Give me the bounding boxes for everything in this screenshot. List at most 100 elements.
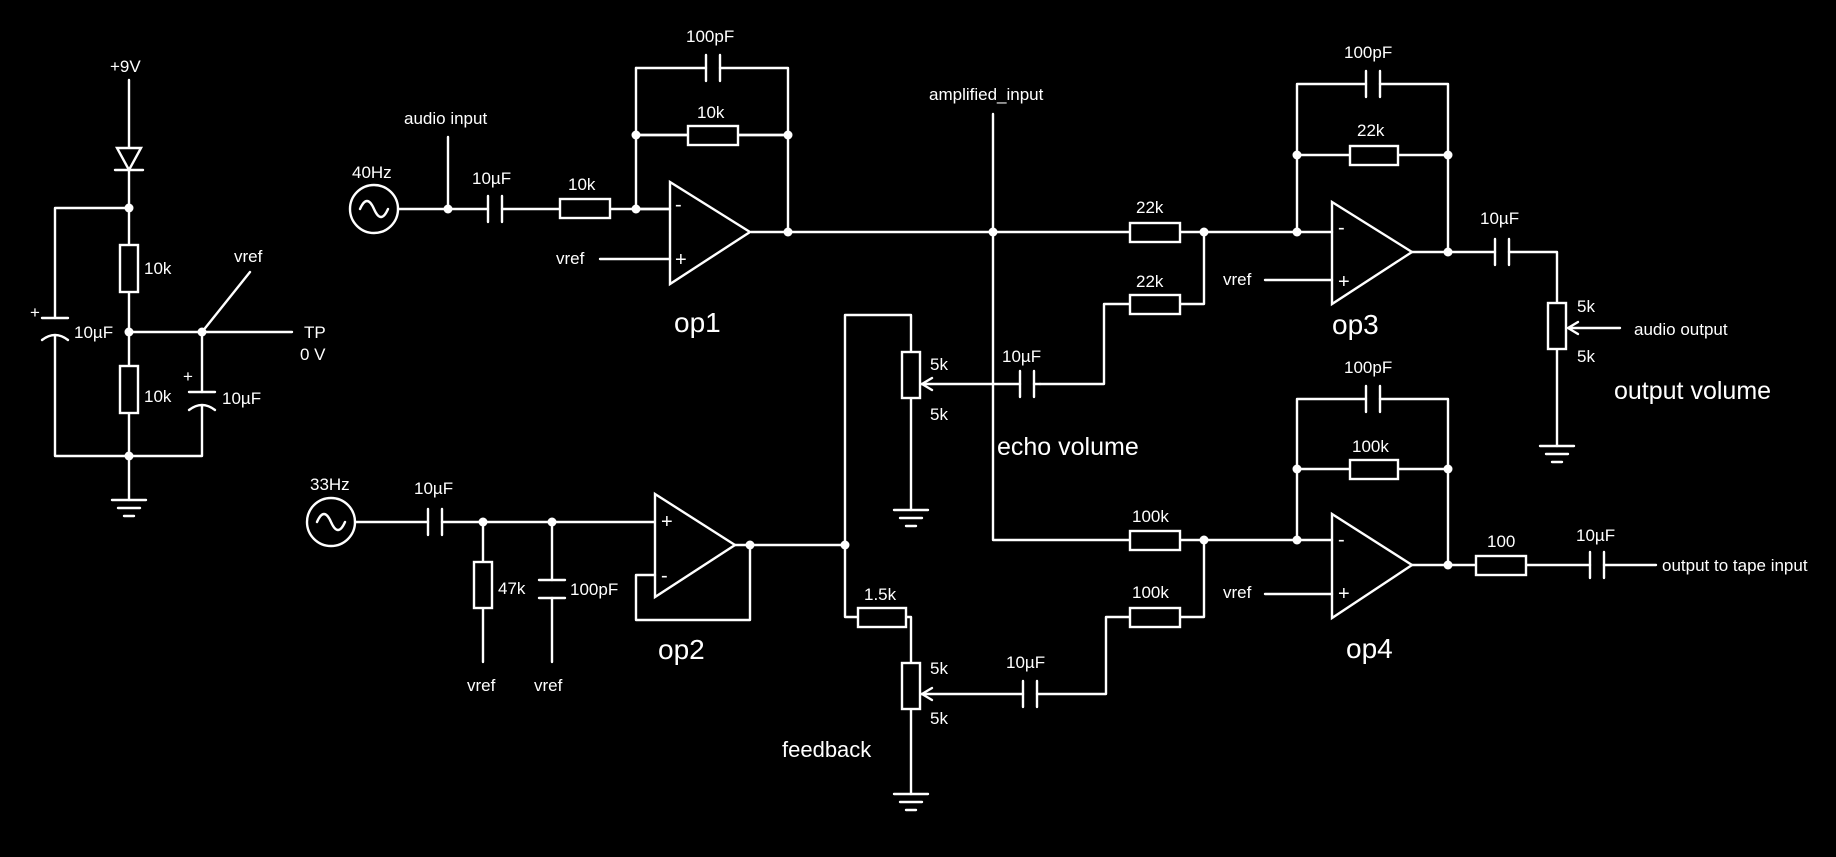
input-capacitor-label: 10µF	[472, 169, 511, 188]
echo-volume-pot	[900, 350, 922, 400]
tape-resistor-b	[1128, 606, 1182, 629]
op2-plus-sign: +	[661, 511, 673, 533]
echo-volume-label: echo volume	[997, 433, 1139, 461]
supply-capacitor-left-plus: +	[30, 303, 40, 322]
op2-name: op2	[658, 634, 705, 665]
output-pot-bottom-label: 5k	[1577, 347, 1595, 366]
supply-resistor-bottom-label: 10k	[144, 387, 172, 406]
op3-name: op3	[1332, 309, 1379, 340]
op3-opamp	[1330, 199, 1415, 307]
feedback-resistor	[856, 606, 908, 629]
output-volume-pot	[1546, 301, 1568, 351]
op3-feedback-resistor-label: 22k	[1357, 121, 1385, 140]
mix-resistor-b-label: 22k	[1136, 272, 1164, 291]
op4-minus-sign: -	[1338, 529, 1345, 551]
feedback-capacitor-label: 10µF	[1006, 653, 1045, 672]
op1-feedback-capacitor	[704, 53, 722, 83]
supply-section: +9V 10k 10k + 10µF + 10µF vref TP 0 V	[30, 57, 326, 518]
mix-resistor-a	[1128, 221, 1182, 244]
source-33hz-label: 33Hz	[310, 475, 350, 494]
supply-capacitor-left-label: 10µF	[74, 323, 113, 342]
sine-source-40hz-icon	[348, 183, 400, 235]
lfo-shunt-resistor-label: 47k	[498, 579, 526, 598]
lfo-shunt-capacitor	[537, 578, 567, 600]
supply-capacitor-mid-label: 10µF	[222, 389, 261, 408]
tape-output-capacitor-label: 10µF	[1576, 526, 1615, 545]
supply-resistor-top	[118, 243, 140, 294]
echo-pot-bottom-label: 5k	[930, 405, 948, 424]
feedback-wiper	[920, 686, 934, 702]
tape-resistor-b-label: 100k	[1132, 583, 1169, 602]
lfo-stage: 33Hz 10µF 47k 100pF vref vref + - op2	[305, 475, 850, 695]
op1-feedback-resistor	[686, 124, 740, 147]
op2-minus-sign: -	[661, 565, 668, 587]
op3-vref-label: vref	[1223, 270, 1252, 289]
lfo-shunt-capacitor-label: 100pF	[570, 580, 618, 599]
feedback-label: feedback	[782, 737, 872, 762]
sine-source-33hz-icon	[305, 496, 357, 548]
echo-section: 5k 5k 10µF echo volume	[843, 313, 1139, 548]
echo-capacitor	[1018, 369, 1036, 399]
supply-vref-label: vref	[234, 247, 263, 266]
feedback-capacitor	[1021, 679, 1039, 709]
output-capacitor-label: 10µF	[1480, 209, 1519, 228]
op2-opamp	[653, 491, 738, 600]
lfo-input-capacitor-label: 10µF	[414, 479, 453, 498]
echo-volume-wiper	[920, 376, 934, 392]
echo-capacitor-label: 10µF	[1002, 347, 1041, 366]
mix-resistor-b	[1128, 293, 1182, 316]
tape-stage: 100k 100k 100pF 100k - + vref op4 100 10…	[1128, 358, 1808, 664]
output-volume-label: output volume	[1614, 377, 1771, 405]
output-capacitor	[1493, 237, 1511, 267]
op4-feedback-capacitor-label: 100pF	[1344, 358, 1392, 377]
op3-feedback-resistor	[1348, 144, 1400, 167]
op1-opamp	[668, 179, 753, 287]
feedback-ground-icon	[892, 792, 930, 812]
audio-output-label: audio output	[1634, 320, 1728, 339]
op3-feedback-capacitor	[1364, 69, 1382, 99]
mix-resistor-a-label: 22k	[1136, 198, 1164, 217]
op3-feedback-capacitor-label: 100pF	[1344, 43, 1392, 62]
op4-plus-sign: +	[1338, 583, 1350, 605]
tape-output-capacitor	[1588, 550, 1606, 580]
op1-feedback-capacitor-label: 100pF	[686, 27, 734, 46]
input-resistor	[558, 197, 612, 220]
supply-capacitor-left	[40, 316, 70, 342]
mix-stage: amplified_input 22k 22k 100pF 22k - + vr…	[786, 43, 1771, 542]
output-volume-wiper	[1566, 320, 1622, 336]
supply-capacitor-mid	[187, 390, 217, 412]
tape-output-resistor	[1474, 554, 1528, 577]
lfo-vref-b-label: vref	[534, 676, 563, 695]
lfo-input-capacitor	[426, 507, 444, 537]
op4-opamp	[1330, 511, 1415, 621]
test-point-voltage: 0 V	[300, 345, 326, 364]
output-ground-icon	[1538, 444, 1576, 464]
supply-capacitor-mid-plus: +	[183, 367, 193, 386]
tape-resistor-a-label: 100k	[1132, 507, 1169, 526]
tape-output-label: output to tape input	[1662, 556, 1808, 575]
supply-ground-icon	[110, 498, 148, 518]
op4-feedback-resistor	[1348, 458, 1400, 481]
op1-name: op1	[674, 307, 721, 338]
input-capacitor	[486, 194, 504, 224]
audio-input-label: audio input	[404, 109, 487, 128]
echo-ground-icon	[892, 508, 930, 528]
input-stage: 40Hz audio input 10µF 10k 100pF 10k - + …	[348, 27, 793, 338]
input-resistor-label: 10k	[568, 175, 596, 194]
op1-minus-sign: -	[675, 194, 682, 216]
lfo-vref-a-label: vref	[467, 676, 496, 695]
feedback-resistor-label: 1.5k	[864, 585, 897, 604]
amplified-input-label: amplified_input	[929, 85, 1044, 104]
echo-pot-top-label: 5k	[930, 355, 948, 374]
op3-plus-sign: +	[1338, 271, 1350, 293]
feedback-pot-top-label: 5k	[930, 659, 948, 678]
test-point-label: TP	[304, 323, 326, 342]
feedback-section: 1.5k 5k 5k 10µF feedback	[782, 544, 1132, 812]
supply-rail-label: +9V	[110, 57, 141, 76]
op4-name: op4	[1346, 633, 1393, 664]
op4-vref-label: vref	[1223, 583, 1252, 602]
op4-feedback-resistor-label: 100k	[1352, 437, 1389, 456]
feedback-pot	[900, 661, 922, 711]
tape-output-resistor-label: 100	[1487, 532, 1515, 551]
